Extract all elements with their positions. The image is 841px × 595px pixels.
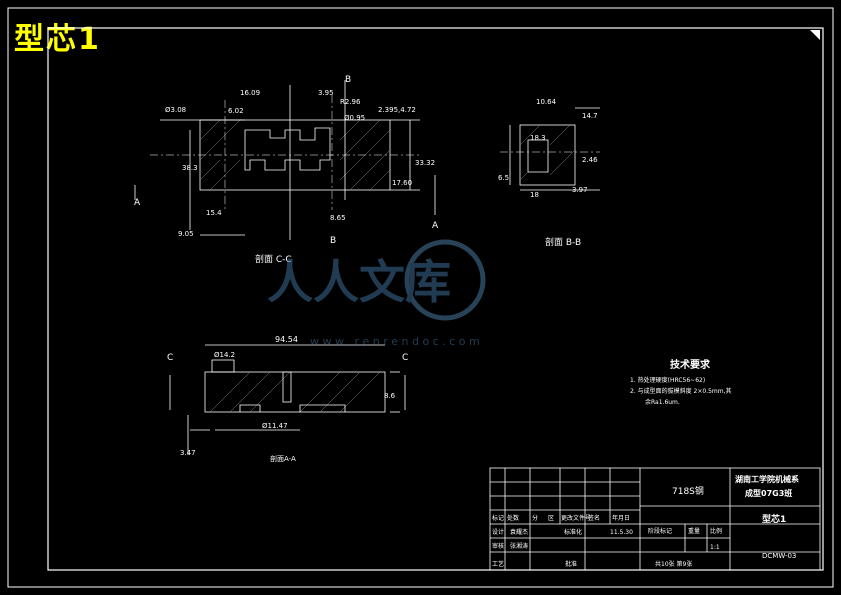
dim-d11: 15.4 [206, 209, 222, 217]
inner-frame [47, 27, 824, 571]
tb-design: 设计 [492, 528, 504, 536]
tb-row-label-3: 区 [548, 515, 554, 522]
tb-check: 审核 [492, 542, 504, 550]
marker-a-right: A [432, 221, 439, 231]
tb-row-label-1: 处数 [507, 514, 519, 522]
dim-d25: 3.47 [180, 449, 196, 457]
tech-req-item3: 余Ra1.6um. [645, 398, 680, 406]
watermark-url: w w w . r e n r e n d o c . c o m [310, 335, 480, 348]
dim-d16: 14.7 [582, 112, 598, 120]
marker-b-top: B [345, 75, 351, 85]
dim-d5: Ø0.95 [344, 114, 365, 122]
section-aa-view [169, 344, 406, 455]
tb-standard: 标准化 [564, 528, 582, 536]
section-bb-label: 剖面 B-B [545, 236, 581, 248]
tb-material: 718S钢 [672, 485, 704, 497]
tb-row-label-6: 年月日 [612, 514, 630, 522]
tb-approve: 工艺 [492, 560, 504, 568]
dim-d14: 10.64 [536, 98, 557, 106]
dim-d8: 33.32 [415, 159, 435, 167]
dim-d22: Ø14.2 [214, 351, 235, 359]
dim-d2: 6.02 [228, 107, 244, 115]
dim-d23: 8.6 [384, 392, 396, 400]
outer-frame [7, 7, 834, 588]
dim-d17: 2.46 [582, 156, 598, 164]
tb-ratio: 比例 [710, 527, 722, 535]
dim-d1: 16.09 [240, 89, 260, 97]
dim-d15: 18.3 [530, 134, 546, 142]
dim-d13: 8.65 [330, 214, 346, 222]
section-aa-label: 剖面A-A [270, 454, 296, 463]
dim-d19: 18 [530, 191, 539, 199]
dim-d3: Ø3.08 [165, 106, 186, 114]
section-bb-view [500, 107, 600, 191]
marker-b-bottom: B [330, 236, 336, 246]
dim-d20: 3.97 [572, 186, 588, 194]
tb-checker: 张湘涛 [510, 542, 528, 550]
tb-sheet: 共10张 第9张 [655, 560, 692, 568]
section-cc-view [134, 80, 436, 240]
dim-d4: R2.96 [340, 98, 361, 106]
dim-d9: 17.60 [392, 179, 412, 187]
tb-row-label-4: 更改文件号 [561, 514, 591, 522]
tb-project: 成型07G3班 [745, 488, 792, 498]
marker-a-left: A [134, 198, 141, 208]
tb-approver: 批准 [565, 560, 577, 568]
tb-row-label-0: 标记 [492, 514, 504, 522]
tb-weight: 重量 [688, 527, 700, 535]
tb-row-label-2: 分 [532, 514, 538, 522]
watermark-text: 人人文库 [267, 255, 451, 309]
tb-date: 11.5.30 [610, 529, 633, 536]
tb-review-stage: 阶段标记 [648, 527, 672, 535]
dim-d10: 3.95 [318, 89, 334, 97]
dim-d24: Ø11.47 [262, 422, 288, 430]
dim-d7: 38.3 [182, 164, 198, 172]
corner-mark [810, 30, 820, 40]
tech-req-item2: 2. 与成型面的拔模斜度 2×0.5mm,其 [630, 387, 732, 395]
tb-drawing-no: DCMW-03 [762, 552, 796, 560]
marker-c-right: C [402, 353, 408, 363]
tb-row-label-5: 签名 [588, 514, 600, 522]
tb-school: 湖南工学院机械系 [735, 474, 799, 484]
tb-designer: 袁耀杰 [510, 528, 528, 536]
tb-part-name: 型芯1 [762, 513, 786, 525]
title-block [489, 467, 821, 571]
section-cc-label: 剖面 C-C [255, 253, 292, 265]
tb-scale: 1:1 [710, 544, 720, 551]
tech-req-heading: 技术要求 [670, 358, 711, 371]
dim-d6: 2.395,4.72 [378, 106, 416, 114]
dim-d12: 9.05 [178, 230, 194, 238]
dim-d21: 94.54 [275, 335, 298, 344]
dim-d18: 6.5 [498, 174, 509, 182]
tech-req-item1: 1. 热处理硬度(HRC56~62) [630, 376, 705, 384]
watermark: 人人文库 w w w . r e n r e n d o c . c o m [267, 239, 486, 348]
marker-c-left: C [167, 353, 173, 363]
